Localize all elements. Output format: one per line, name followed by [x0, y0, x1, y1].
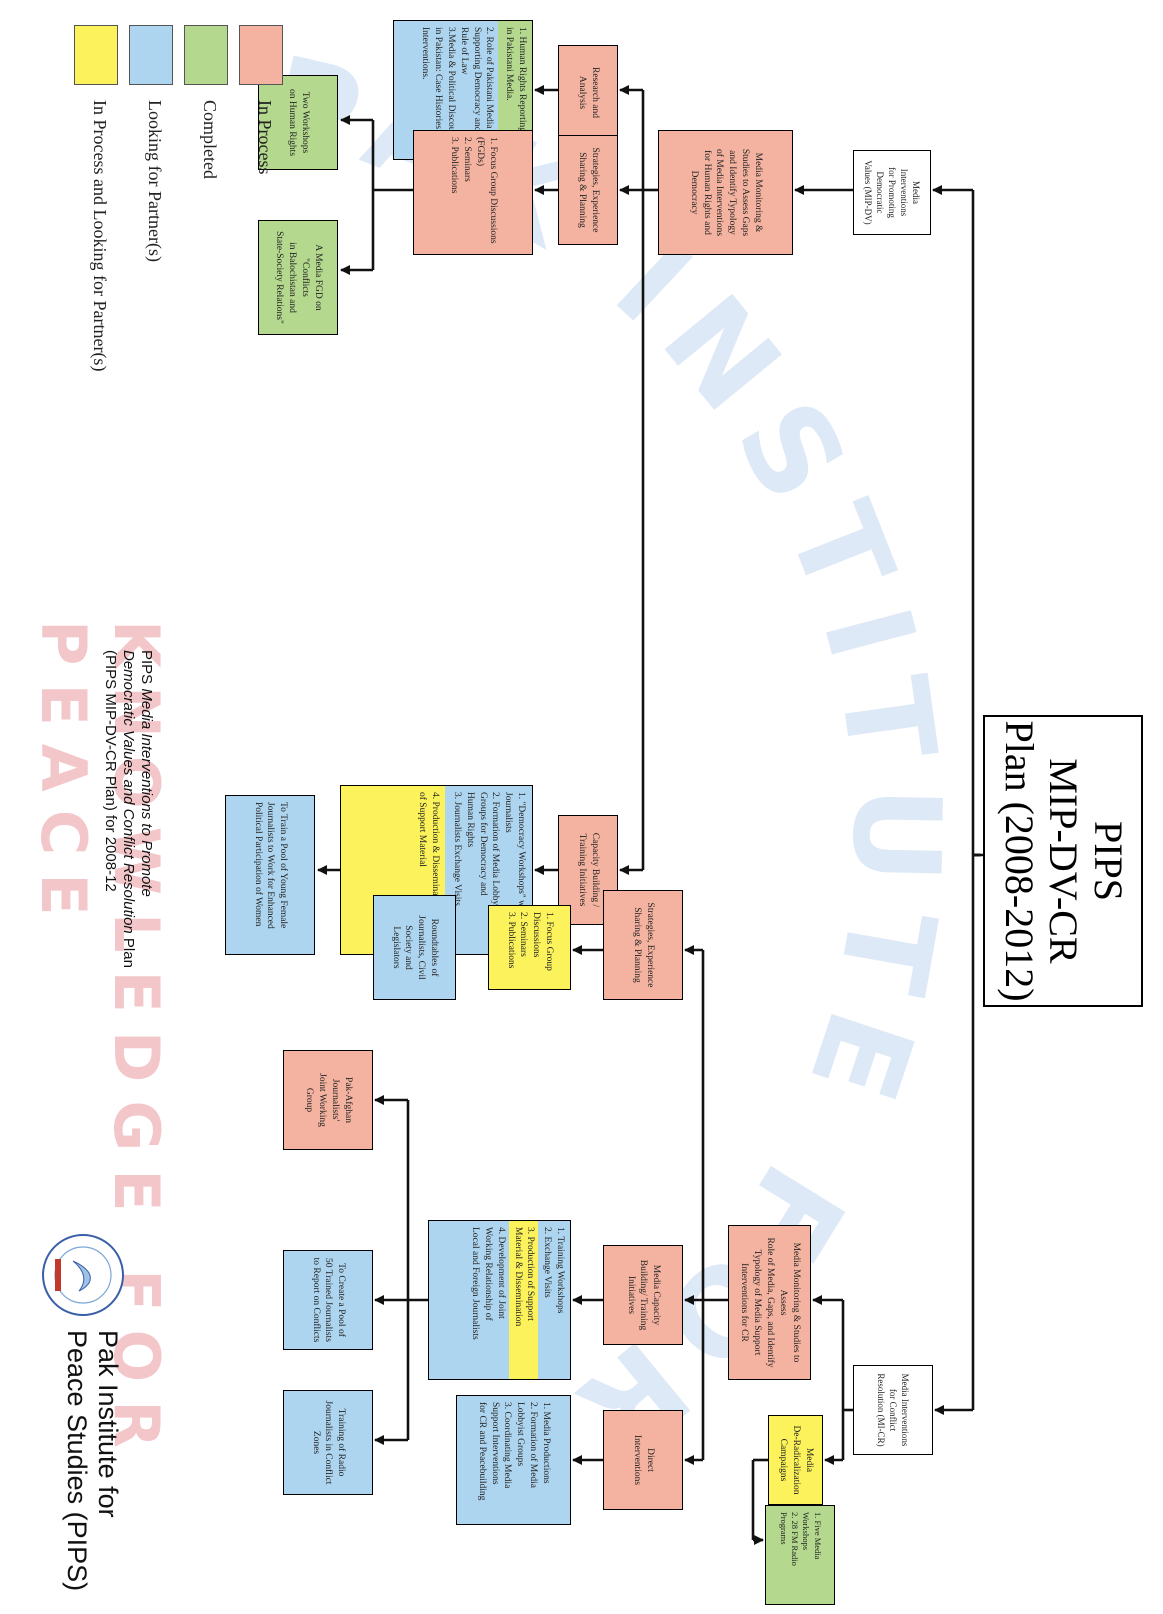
org-name: Pak Institute for Peace Studies (PIPS): [61, 1330, 123, 1591]
org-name-line2: Peace Studies (PIPS): [61, 1330, 92, 1592]
org-name-line1: Pak Institute for: [93, 1330, 123, 1518]
